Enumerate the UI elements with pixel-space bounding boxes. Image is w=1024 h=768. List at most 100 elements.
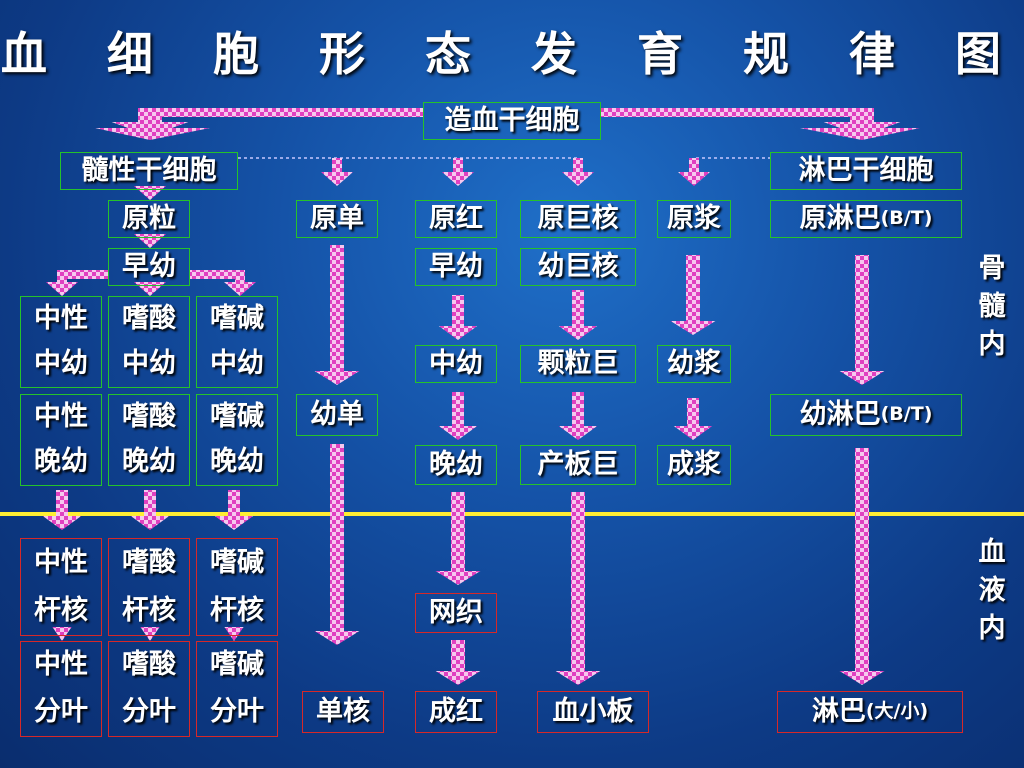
side-label-bone-marrow-char1: 骨 <box>978 253 1006 284</box>
basophilic-myelocyte-line1: 嗜碱 <box>210 303 264 335</box>
platelet-producing-megakaryocyte-label: 产板巨 <box>537 448 619 480</box>
arrow-meta-to-band-1-shaft <box>144 490 156 516</box>
prolymphocyte-suffix: (B/T) <box>880 403 933 426</box>
basophilic-myelocyte: 嗜碱中幼 <box>196 296 278 388</box>
diagram-title: 血 细 胞 形 态 发 育 规 律 图 <box>0 27 1024 81</box>
lymphoid-stem-cell: 淋巴干细胞 <box>770 152 962 190</box>
basophilic-metamyelocyte: 嗜碱晚幼 <box>196 394 278 486</box>
granular-megakaryocyte-label: 颗粒巨 <box>537 347 619 379</box>
lymphoblast-label: 原淋巴 <box>799 202 881 234</box>
prolymphocyte: 幼淋巴(B/T) <box>770 394 962 436</box>
erythrocyte: 成红 <box>415 691 497 733</box>
arrow-reticulocyte-to-erythrocyte-shaft <box>451 640 465 671</box>
monoblast: 原单 <box>296 200 378 238</box>
arrow-band-to-seg-1-head <box>140 627 160 641</box>
basophilic-band-line1: 嗜碱 <box>210 546 264 578</box>
myeloid-stem-cell-label: 髓性干细胞 <box>81 154 217 186</box>
arrow-meta-to-band-2-shaft <box>228 490 240 516</box>
reticulocyte: 网织 <box>415 593 497 633</box>
granular-megakaryocyte: 颗粒巨 <box>520 345 636 383</box>
neutrophilic-band-line2: 杆核 <box>34 594 88 626</box>
arrow-plasmablast-to-proplasmacyte-shaft <box>686 255 700 321</box>
arrow-intermediate-to-late-ery-shaft <box>452 392 464 426</box>
eosinophilic-segmented-line1: 嗜酸 <box>122 649 176 681</box>
eosinophilic-band-line2: 杆核 <box>122 594 176 626</box>
arrow-to-myeloid-stem-shaft <box>138 108 162 122</box>
promyelocyte-label: 早幼 <box>122 250 176 282</box>
arrow-lymphoblast-to-prolymphocyte-shaft <box>855 255 869 371</box>
arrow-promegakaryocyte-to-granular-head <box>558 326 598 340</box>
arrow-promonocyte-to-monocyte-head <box>314 631 360 645</box>
arrow-lineage-top-1-head <box>442 172 474 186</box>
arrow-lineage-top-3-head <box>678 172 710 186</box>
side-label-blood-char2: 液 <box>978 575 1006 606</box>
neutrophilic-metamyelocyte-line2: 晚幼 <box>34 446 88 478</box>
monocyte-label: 单核 <box>316 695 370 727</box>
myeloid-stem-cell: 髓性干细胞 <box>60 152 238 190</box>
arrow-prolymphocyte-to-lymphocyte-head <box>839 671 885 685</box>
intermediate-erythroblast: 中幼 <box>415 345 497 383</box>
lymphocyte: 淋巴(大/小) <box>777 691 963 733</box>
eosinophilic-segmented: 嗜酸分叶 <box>108 641 190 737</box>
eosinophilic-band: 嗜酸杆核 <box>108 538 190 636</box>
arrow-lymphoblast-to-prolymphocyte-head <box>839 371 885 385</box>
reticulocyte-label: 网织 <box>429 596 483 628</box>
neutrophilic-myelocyte-line2: 中幼 <box>34 348 88 380</box>
arrow-lineage-top-0-shaft <box>332 158 342 172</box>
platelet-producing-megakaryocyte: 产板巨 <box>520 445 636 485</box>
arrow-to-baso-myelocyte-shaft <box>235 270 245 282</box>
arrow-to-platelet-head <box>555 671 601 685</box>
myeloblast: 原粒 <box>108 200 190 238</box>
arrow-granular-to-platelet-producing-head <box>558 426 598 440</box>
proplasmacyte-label: 幼浆 <box>667 347 721 379</box>
myeloid-stem-arrowhead-wide <box>95 128 210 140</box>
arrow-proplasmacyte-to-plasmacyte-head <box>673 426 713 440</box>
arrow-promegakaryocyte-to-granular-shaft <box>572 290 584 326</box>
stem-branch-left <box>150 108 423 117</box>
arrow-to-neut-myelocyte-head <box>46 282 78 296</box>
arrow-late-to-reticulocyte-head <box>435 571 481 585</box>
eosinophilic-metamyelocyte-line2: 晚幼 <box>122 446 176 478</box>
arrow-meta-to-band-1-head <box>130 516 170 530</box>
arrow-meta-to-band-0-shaft <box>56 490 68 516</box>
lymphocyte-suffix: (大/小) <box>865 700 929 723</box>
lymphocyte-label: 淋巴 <box>811 695 866 727</box>
arrow-lineage-top-1-shaft <box>453 158 463 172</box>
arrow-granular-to-platelet-producing-shaft <box>572 392 584 426</box>
arrow-early-to-intermediate-ery-head <box>438 326 478 340</box>
arrow-plasmablast-to-proplasmacyte-head <box>670 321 716 335</box>
plasmacyte-label: 成浆 <box>667 448 721 480</box>
arrow-lineage-top-2-head <box>562 172 594 186</box>
intermediate-erythroblast-label: 中幼 <box>429 347 483 379</box>
granulo-split-right <box>190 270 240 279</box>
side-label-blood-char3: 内 <box>978 613 1006 644</box>
arrow-lineage-top-3-shaft <box>689 158 699 172</box>
erythrocyte-label: 成红 <box>429 695 483 727</box>
neutrophilic-myelocyte-line1: 中性 <box>34 303 88 335</box>
basophilic-metamyelocyte-line2: 晚幼 <box>210 446 264 478</box>
arrow-to-baso-myelocyte-head <box>224 282 256 296</box>
basophilic-band-line2: 杆核 <box>210 594 264 626</box>
arrow-late-to-reticulocyte-shaft <box>451 492 465 571</box>
arrow-intermediate-to-late-ery-head <box>438 426 478 440</box>
promonocyte: 幼单 <box>296 394 378 436</box>
arrow-prolymphocyte-to-lymphocyte-shaft <box>855 448 869 671</box>
prolymphocyte-label: 幼淋巴 <box>799 398 881 430</box>
neutrophilic-band-line1: 中性 <box>34 546 88 578</box>
eosinophilic-segmented-line2: 分叶 <box>122 696 176 728</box>
promegakaryocyte: 幼巨核 <box>520 248 636 286</box>
arrow-meta-to-band-0-head <box>42 516 82 530</box>
hematopoietic-stem-cell-label: 造血干细胞 <box>444 104 580 136</box>
arrow-band-to-seg-0-head <box>52 627 72 641</box>
basophilic-segmented-line2: 分叶 <box>210 696 264 728</box>
neutrophilic-segmented: 中性分叶 <box>20 641 102 737</box>
eosinophilic-band-line1: 嗜酸 <box>122 546 176 578</box>
basophilic-segmented-line1: 嗜碱 <box>210 649 264 681</box>
eosinophilic-metamyelocyte-line1: 嗜酸 <box>122 401 176 433</box>
arrow-lineage-top-2-shaft <box>573 158 583 172</box>
eosinophilic-myelocyte-line2: 中幼 <box>122 348 176 380</box>
neutrophilic-band: 中性杆核 <box>20 538 102 636</box>
early-erythroblast: 早幼 <box>415 248 497 286</box>
proerythroblast: 原红 <box>415 200 497 238</box>
arrow-to-neut-myelocyte-shaft <box>57 270 67 282</box>
